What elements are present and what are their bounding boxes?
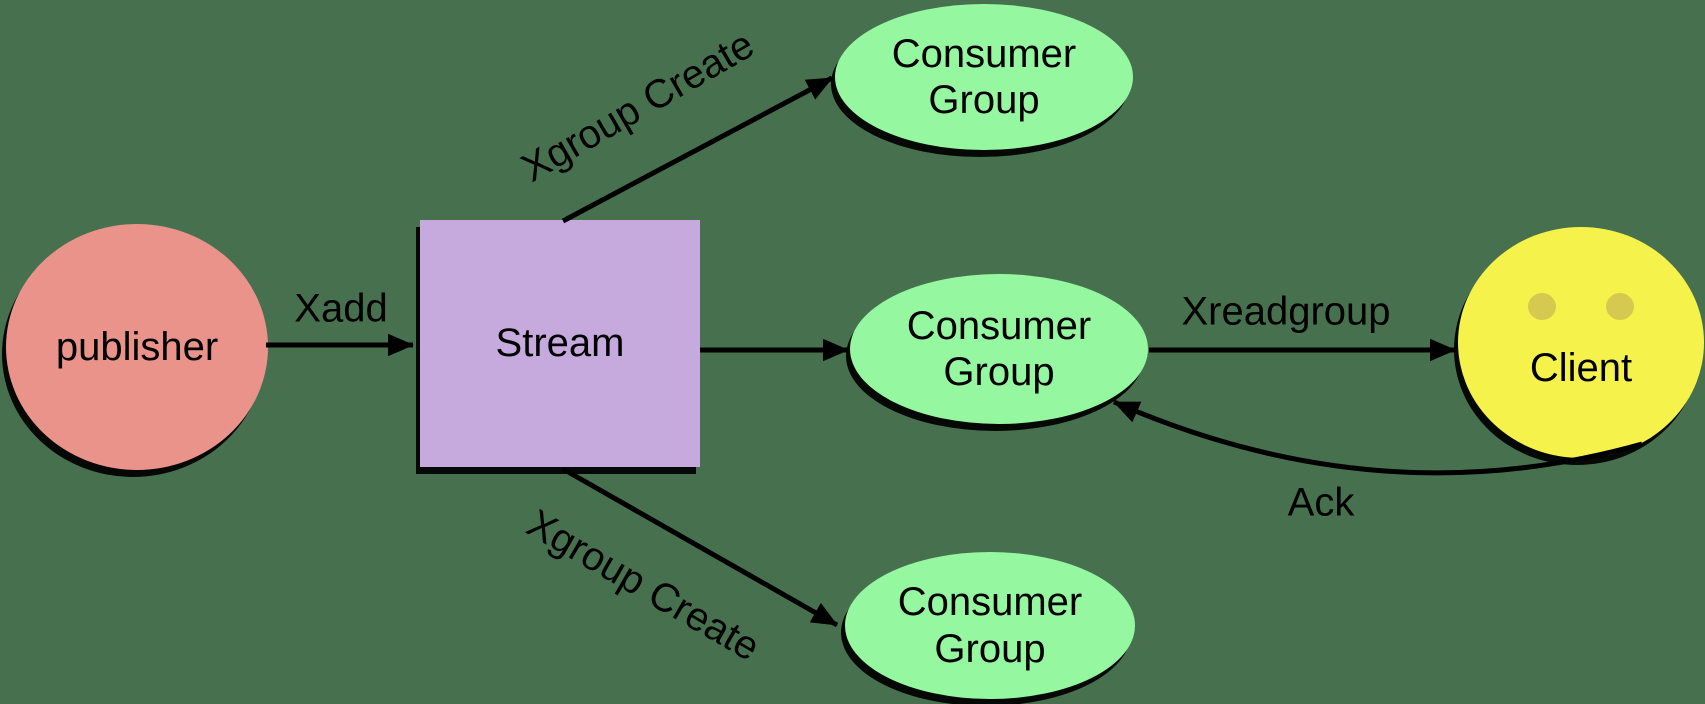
node-publisher: publisher [6, 224, 268, 470]
node-consumer-group-top: Consumer Group [835, 4, 1133, 150]
node-consumer-group-bottom: Consumer Group [845, 552, 1135, 699]
node-client: Client [1458, 227, 1704, 458]
node-consumer-group-middle-label: Consumer Group [906, 303, 1092, 394]
edge-label-ack: Ack [1287, 480, 1355, 525]
node-stream-label: Stream [495, 321, 625, 366]
node-publisher-label: publisher [55, 324, 219, 369]
client-right-eye-icon [1606, 293, 1634, 320]
node-consumer-group-top-label: Consumer Group [891, 31, 1077, 122]
edge-label-xgroup-create-bottom: Xgroup Create [519, 501, 767, 670]
client-left-eye-icon [1528, 293, 1556, 320]
node-consumer-group-bottom-label: Consumer Group [897, 580, 1083, 671]
edge-label-xreadgroup: Xreadgroup [1181, 289, 1391, 334]
edge-label-xadd: Xadd [294, 286, 388, 331]
node-stream: Stream [420, 220, 700, 467]
node-consumer-group-middle: Consumer Group [850, 274, 1148, 424]
edge-label-xgroup-create-top: Xgroup Create [514, 22, 762, 191]
node-client-label: Client [1529, 346, 1633, 390]
